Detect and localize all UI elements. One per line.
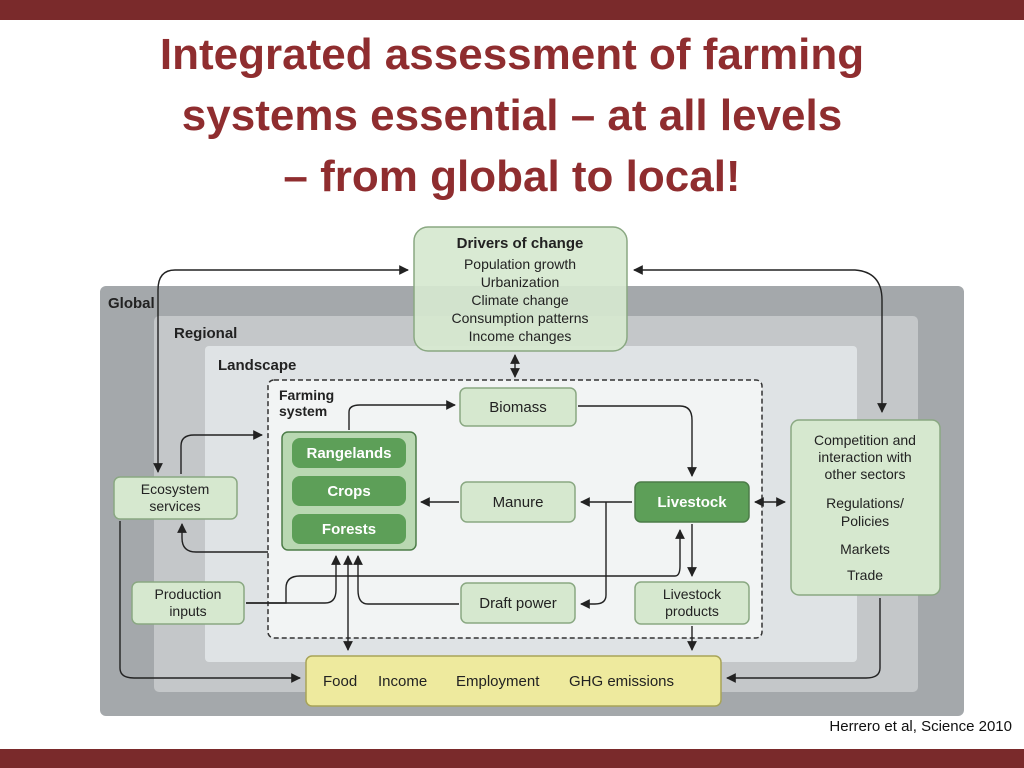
livestock-products-line-2: products	[665, 603, 719, 619]
bottom-accent-bar	[0, 749, 1024, 768]
draft-power-label: Draft power	[479, 595, 557, 612]
production-inputs-line-1: Production	[155, 586, 222, 602]
livestock-products-box: Livestock products	[634, 581, 750, 625]
rangelands-label: Rangelands	[306, 445, 391, 462]
arrow-biomass-livestock	[578, 405, 697, 477]
ecosystem-services-line-1: Ecosystem	[141, 481, 209, 497]
driver-item: Climate change	[471, 292, 568, 308]
arrow-inputs-livestock	[246, 529, 685, 604]
arrow-inputs-landuse	[246, 555, 341, 604]
farming-system-label-line-1: Farming	[279, 387, 334, 403]
drivers-of-change-box: Drivers of change Population growth Urba…	[413, 226, 628, 352]
manure-box: Manure	[460, 481, 576, 523]
regulations-line-2: Policies	[841, 513, 889, 529]
outcome-income: Income	[378, 673, 427, 690]
citation: Herrero et al, Science 2010	[829, 718, 1012, 735]
manure-label: Manure	[493, 494, 544, 511]
arrow-livestock-draft	[580, 502, 607, 609]
title-line-1: Integrated assessment of farming	[159, 30, 865, 79]
arrow-ecosystem-farming	[180, 430, 263, 474]
arrow-draft-landuse	[353, 555, 459, 605]
ecosystem-services-box: Ecosystem services	[113, 476, 238, 520]
competition-line-1: Competition and	[814, 432, 916, 448]
global-label: Global	[108, 295, 155, 312]
top-accent-bar	[0, 0, 1024, 20]
competition-box: Competition and interaction with other s…	[790, 419, 941, 596]
title-line-2: systems essential – at all levels	[181, 91, 843, 140]
landscape-label: Landscape	[218, 357, 296, 374]
crops-label: Crops	[327, 483, 370, 500]
livestock-products-line-1: Livestock	[663, 586, 722, 602]
draft-power-box: Draft power	[460, 582, 576, 624]
competition-line-3: other sectors	[825, 466, 906, 482]
driver-item: Urbanization	[481, 274, 560, 290]
outcome-employment: Employment	[456, 673, 540, 690]
title-line-3: – from global to local!	[283, 152, 741, 201]
arrow-drivers-ecosystem	[153, 265, 409, 473]
markets-label: Markets	[840, 541, 890, 557]
arrow-drivers-competition	[633, 265, 887, 413]
trade-label: Trade	[847, 567, 883, 583]
outcomes-bar: Food Income Employment GHG emissions	[305, 655, 722, 707]
outcome-ghg-emissions: GHG emissions	[569, 673, 674, 690]
competition-line-2: interaction with	[818, 449, 911, 465]
ecosystem-services-line-2: services	[149, 498, 200, 514]
biomass-box: Biomass	[459, 387, 577, 427]
production-inputs-box: Production inputs	[131, 581, 245, 625]
driver-item: Consumption patterns	[452, 310, 589, 326]
arrow-landuse-biomass	[348, 400, 456, 430]
driver-item: Population growth	[464, 256, 576, 272]
connector-arrows	[119, 265, 887, 683]
production-inputs-line-2: inputs	[169, 603, 206, 619]
drivers-title: Drivers of change	[457, 235, 584, 252]
outcome-food: Food	[323, 673, 357, 690]
forests-label: Forests	[322, 521, 376, 538]
livestock-box: Livestock	[634, 481, 750, 523]
regional-label: Regional	[174, 325, 237, 342]
regulations-line-1: Regulations/	[826, 495, 904, 511]
arrow-ecosystem-outcomes	[119, 521, 301, 683]
arrow-farming-ecosystem	[177, 523, 268, 553]
slide-title: Integrated assessment of farming systems…	[0, 24, 1024, 207]
arrow-competition-outcomes	[726, 598, 881, 683]
farming-system-label-line-2: system	[279, 403, 327, 419]
livestock-label: Livestock	[657, 494, 727, 511]
biomass-label: Biomass	[489, 399, 547, 416]
land-use-group: Rangelands Crops Forests	[281, 431, 417, 551]
driver-item: Income changes	[469, 328, 572, 344]
